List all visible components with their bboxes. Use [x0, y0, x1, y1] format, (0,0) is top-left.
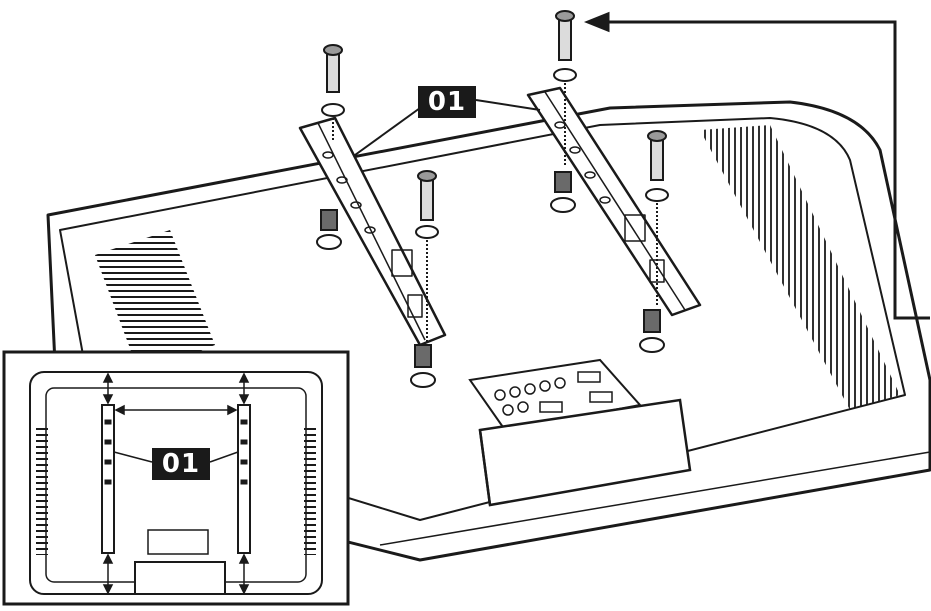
inset-tv-outline	[29, 371, 323, 595]
screw-left-top	[321, 44, 345, 140]
inset-left-vent	[36, 425, 48, 555]
spacer-top-right	[550, 171, 576, 213]
inset-connector-panel	[147, 529, 209, 555]
inset-dimension-arrows	[102, 372, 250, 595]
left-vent-grille	[95, 230, 215, 375]
direction-arrow	[583, 11, 930, 320]
screw-right	[645, 130, 669, 305]
spacer-right	[639, 309, 665, 353]
callout-leaders-main	[354, 99, 541, 156]
right-vent-grille	[700, 125, 900, 410]
inset-stand	[134, 561, 226, 595]
screw-center-left	[415, 170, 439, 345]
stand-neck	[478, 398, 692, 507]
callout-leaders-inset	[113, 451, 239, 463]
inset-left-bracket	[101, 404, 115, 554]
inset-front-view	[2, 350, 350, 606]
screw-top-right	[553, 10, 577, 165]
left-wall-bracket	[298, 116, 447, 347]
part-label-01-inset: 01	[152, 448, 210, 480]
inset-right-bracket	[237, 404, 251, 554]
spacer-left	[316, 209, 342, 250]
spacer-bottom	[410, 344, 436, 388]
part-label-01-main: 01	[418, 86, 476, 118]
inset-right-vent	[304, 425, 316, 555]
